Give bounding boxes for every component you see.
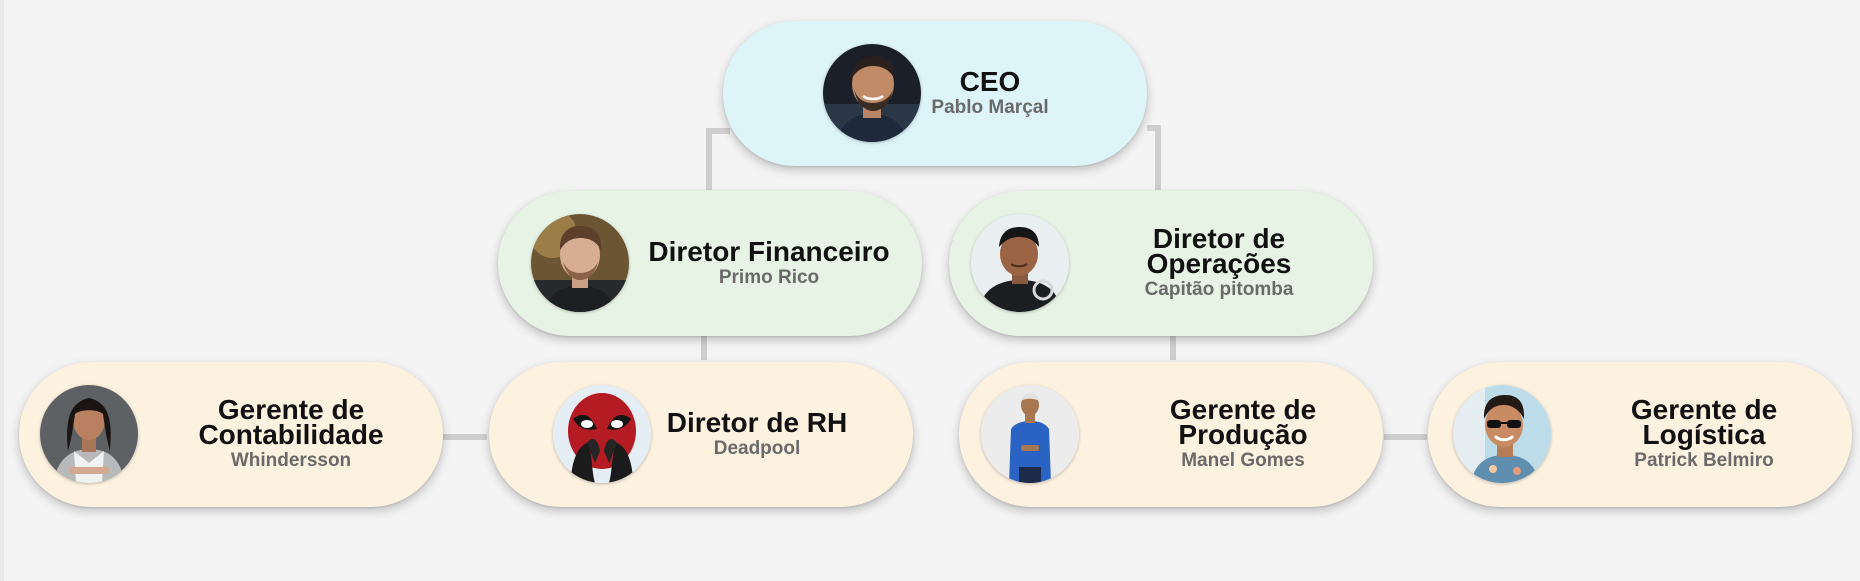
node-title: Diretor de RH [666, 406, 848, 438]
gerente-contabilidade-text: Gerente de Contabilidade Whindersson [151, 362, 431, 507]
ceo-text: CEO Pablo Marçal [915, 21, 1065, 166]
org-node-ceo[interactable]: CEO Pablo Marçal [723, 21, 1147, 166]
org-node-gerente-logistica[interactable]: Gerente de Logística Patrick Belmiro [1428, 362, 1852, 507]
person-photo-icon [971, 214, 1069, 312]
diretor-financeiro-text: Diretor Financeiro Primo Rico [634, 191, 904, 336]
avatar-whindersson [40, 385, 138, 483]
node-name: Capitão pitomba [1144, 279, 1294, 300]
gerente-logistica-text: Gerente de Logística Patrick Belmiro [1564, 362, 1844, 507]
person-photo-icon [40, 385, 138, 483]
avatar-manel-gomes [981, 385, 1079, 483]
node-name: Patrick Belmiro [1634, 450, 1774, 471]
avatar-pablo-marcal [823, 44, 921, 142]
avatar-deadpool [553, 385, 651, 483]
gerente-producao-text: Gerente de Produção Manel Gomes [1103, 362, 1383, 507]
avatar-primo-rico [531, 214, 629, 312]
avatar-capitao-pitomba [971, 214, 1069, 312]
node-title: Gerente de Produção [1169, 394, 1317, 450]
node-title: Diretor de Operações [1146, 223, 1292, 279]
org-node-gerente-producao[interactable]: Gerente de Produção Manel Gomes [959, 362, 1383, 507]
node-name: Whindersson [230, 450, 352, 471]
person-photo-icon [981, 385, 1079, 483]
connector-ceo-operations [1147, 125, 1161, 190]
node-title: CEO [959, 65, 1021, 97]
avatar-patrick-belmiro [1453, 385, 1551, 483]
person-photo-icon [1453, 385, 1551, 483]
org-node-diretor-rh[interactable]: Diretor de RH Deadpool [489, 362, 913, 507]
org-node-diretor-operacoes[interactable]: Diretor de Operações Capitão pitomba [949, 191, 1373, 336]
person-photo-icon [823, 44, 921, 142]
node-title: Gerente de Logística [1630, 394, 1778, 450]
org-node-gerente-contabilidade[interactable]: Gerente de Contabilidade Whindersson [19, 362, 443, 507]
masked-person-photo-icon [553, 385, 651, 483]
node-title: Diretor Financeiro [648, 235, 890, 267]
node-title: Gerente de Contabilidade [198, 394, 384, 450]
node-name: Manel Gomes [1181, 450, 1305, 471]
node-name: Primo Rico [718, 266, 820, 288]
diretor-operacoes-text: Diretor de Operações Capitão pitomba [1083, 191, 1355, 336]
node-name: Deadpool [713, 437, 801, 459]
person-photo-icon [531, 214, 629, 312]
org-node-diretor-financeiro[interactable]: Diretor Financeiro Primo Rico [498, 191, 922, 336]
page-left-border [0, 0, 4, 581]
diretor-rh-text: Diretor de RH Deadpool [657, 362, 857, 507]
node-name: Pablo Marçal [931, 96, 1049, 118]
connector-ceo-finance [706, 128, 730, 190]
